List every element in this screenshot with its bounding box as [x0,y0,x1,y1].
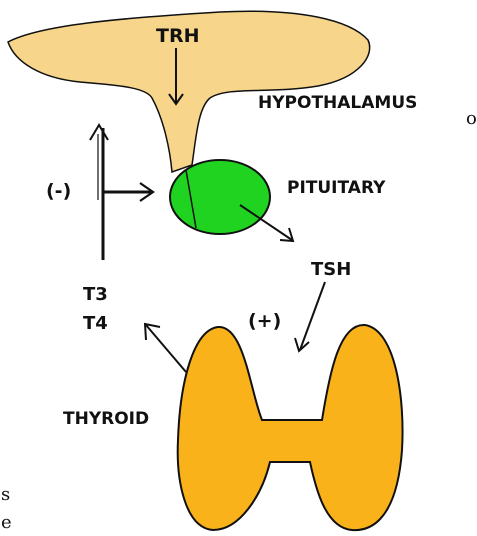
pituitary-shape [170,160,270,234]
tsh-label: TSH [311,259,351,280]
hypothalamus-label: HYPOTHALAMUS [258,93,417,113]
edge-text-left-bottom-2: e [1,512,12,533]
trh-label: TRH [156,25,200,47]
negative-effect-label: (-) [46,180,71,202]
t3-label: T3 [83,284,108,305]
edge-text-right-top: o [466,108,477,129]
t4-label: T4 [83,313,108,334]
positive-effect-label: (+) [248,310,281,332]
thyroid-output-arrow [145,324,186,372]
edge-text-left-bottom-1: s [1,484,10,505]
thyroid-shape [178,325,403,530]
pituitary-label: PITUITARY [287,178,386,198]
tsh-to-thyroid-arrow [295,282,325,351]
thyroid-label: THYROID [63,409,149,429]
feedback-horizontal-arrow [103,183,153,201]
